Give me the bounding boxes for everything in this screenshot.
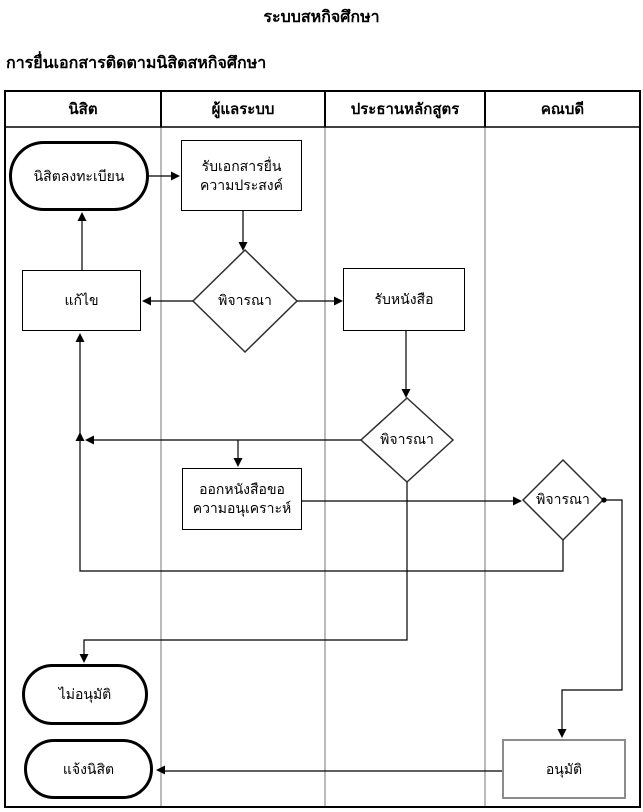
- node-student-register: นิสิตลงทะเบียน: [9, 141, 149, 211]
- lane-header-admin: ผู้แลระบบ: [211, 101, 275, 118]
- page-title: ระบบสหกิจศึกษา: [263, 9, 380, 26]
- decision-admin-label: พิจารณา: [218, 292, 272, 308]
- node-label: นิสิตลงทะเบียน: [33, 167, 125, 184]
- node-issue-request-letter: ออกหนังสือขอ ความอนุเคราะห์: [182, 468, 302, 530]
- node-label: ไม่อนุมัติ: [58, 686, 112, 702]
- lane-header-dean: คณบดี: [540, 101, 585, 118]
- node-notify-student: แจ้งนิสิต: [24, 739, 153, 799]
- node-not-approved: ไม่อนุมัติ: [22, 664, 148, 725]
- page-subtitle: การยื่นเอกสารติดตามนิสิตสหกิจศึกษา: [6, 55, 267, 72]
- node-label: แก้ไข: [64, 292, 99, 308]
- node-label: รับหนังสือ: [374, 291, 434, 307]
- node-receive-letter: รับหนังสือ: [343, 268, 465, 331]
- table-outer-border: [4, 90, 641, 808]
- node-label-line1: ออกหนังสือขอ: [199, 481, 285, 497]
- node-receive-request-document: รับเอกสารยื่น ความประสงค์: [181, 140, 302, 211]
- node-label: อนุมัติ: [545, 760, 583, 777]
- decision-chair-label: พิจารณา: [380, 431, 434, 447]
- node-label-line2: ความประสงค์: [200, 176, 283, 193]
- node-label: แจ้งนิสิต: [62, 760, 115, 777]
- node-label-line1: รับเอกสารยื่น: [201, 157, 282, 174]
- node-approved: อนุมัติ: [502, 739, 626, 799]
- node-label-line2: ความอนุเคราะห์: [192, 500, 292, 516]
- node-edit: แก้ไข: [22, 270, 141, 331]
- lane-header-program-chair: ประธานหลักสูตร: [350, 101, 460, 118]
- decision-dean-label: พิจารณา: [536, 491, 590, 507]
- lane-header-student: นิสิต: [68, 101, 98, 118]
